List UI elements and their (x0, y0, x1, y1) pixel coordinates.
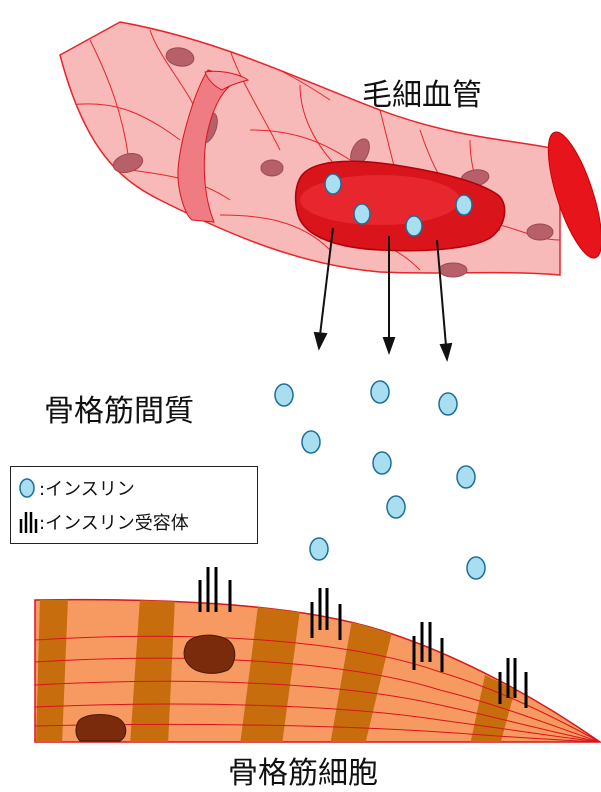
muscle-nucleus (184, 635, 235, 673)
insulin-molecule (456, 195, 472, 215)
insulin-molecule (371, 381, 389, 403)
legend-item-insulin: :インスリン (17, 475, 135, 501)
insulin-molecule (302, 431, 320, 453)
legend: :インスリン :インスリン受容体 (10, 466, 258, 544)
red-blood-cell-shine (300, 175, 460, 225)
insulin-molecule (439, 393, 457, 415)
insulin-molecule (373, 452, 391, 474)
insulin-molecule (275, 384, 293, 406)
insulin-molecule (325, 174, 341, 194)
insulin-molecule (354, 204, 370, 224)
legend-insulin-label: :インスリン (39, 475, 135, 501)
insulin-molecule (406, 216, 422, 236)
muscle-cell-label: 骨格筋細胞 (228, 748, 378, 792)
insulin-in-interstitium (275, 381, 485, 579)
legend-item-receptor: :インスリン受容体 (17, 509, 189, 535)
nucleus (527, 224, 553, 240)
insulin-molecule (387, 496, 405, 518)
muscle-nucleus (76, 715, 126, 741)
insulin-molecule (310, 538, 328, 560)
capillary-label: 毛細血管 (362, 70, 482, 114)
legend-receptor-label: :インスリン受容体 (39, 509, 189, 535)
insulin-icon (17, 475, 39, 501)
insulin-molecule (467, 557, 485, 579)
nucleus (439, 263, 467, 277)
interstitium-label: 骨格筋間質 (44, 386, 194, 430)
insulin-molecule (457, 466, 475, 488)
capillary (60, 22, 601, 277)
receptor-icon (17, 509, 39, 535)
nucleus (261, 160, 283, 176)
